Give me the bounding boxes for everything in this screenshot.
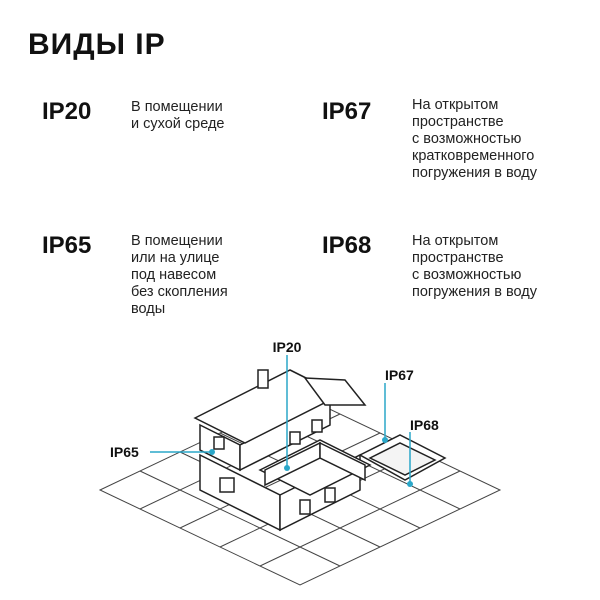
leader-markers	[209, 437, 413, 487]
ip68-marker	[407, 481, 413, 487]
ip67-description: На открытом пространстве с возможностью …	[412, 97, 537, 181]
diagram-label-ip68: IP68	[410, 417, 439, 433]
house	[193, 369, 447, 532]
ip67-code: IP67	[322, 98, 372, 125]
house-illustration: IP20 IP67 IP68 IP65	[98, 339, 502, 586]
ip67-marker	[382, 437, 388, 443]
ip65-code: IP65	[42, 232, 92, 259]
ip20-description: В помещении и сухой среде	[131, 99, 225, 132]
leader-lines	[150, 355, 411, 484]
ip20-code: IP20	[42, 98, 92, 125]
ip65-description: В помещении или на улице под навесом без…	[131, 233, 228, 317]
ip68-code: IP68	[322, 232, 372, 259]
ip68-description: На открытом пространстве с возможностью …	[412, 233, 537, 300]
diagram-label-ip65: IP65	[110, 444, 139, 460]
diagram-label-ip67: IP67	[385, 367, 414, 383]
ip65-marker	[209, 449, 215, 455]
ip20-marker	[284, 465, 290, 471]
page-title: ВИДЫ IP	[28, 28, 166, 61]
diagram-label-ip20: IP20	[273, 339, 302, 355]
